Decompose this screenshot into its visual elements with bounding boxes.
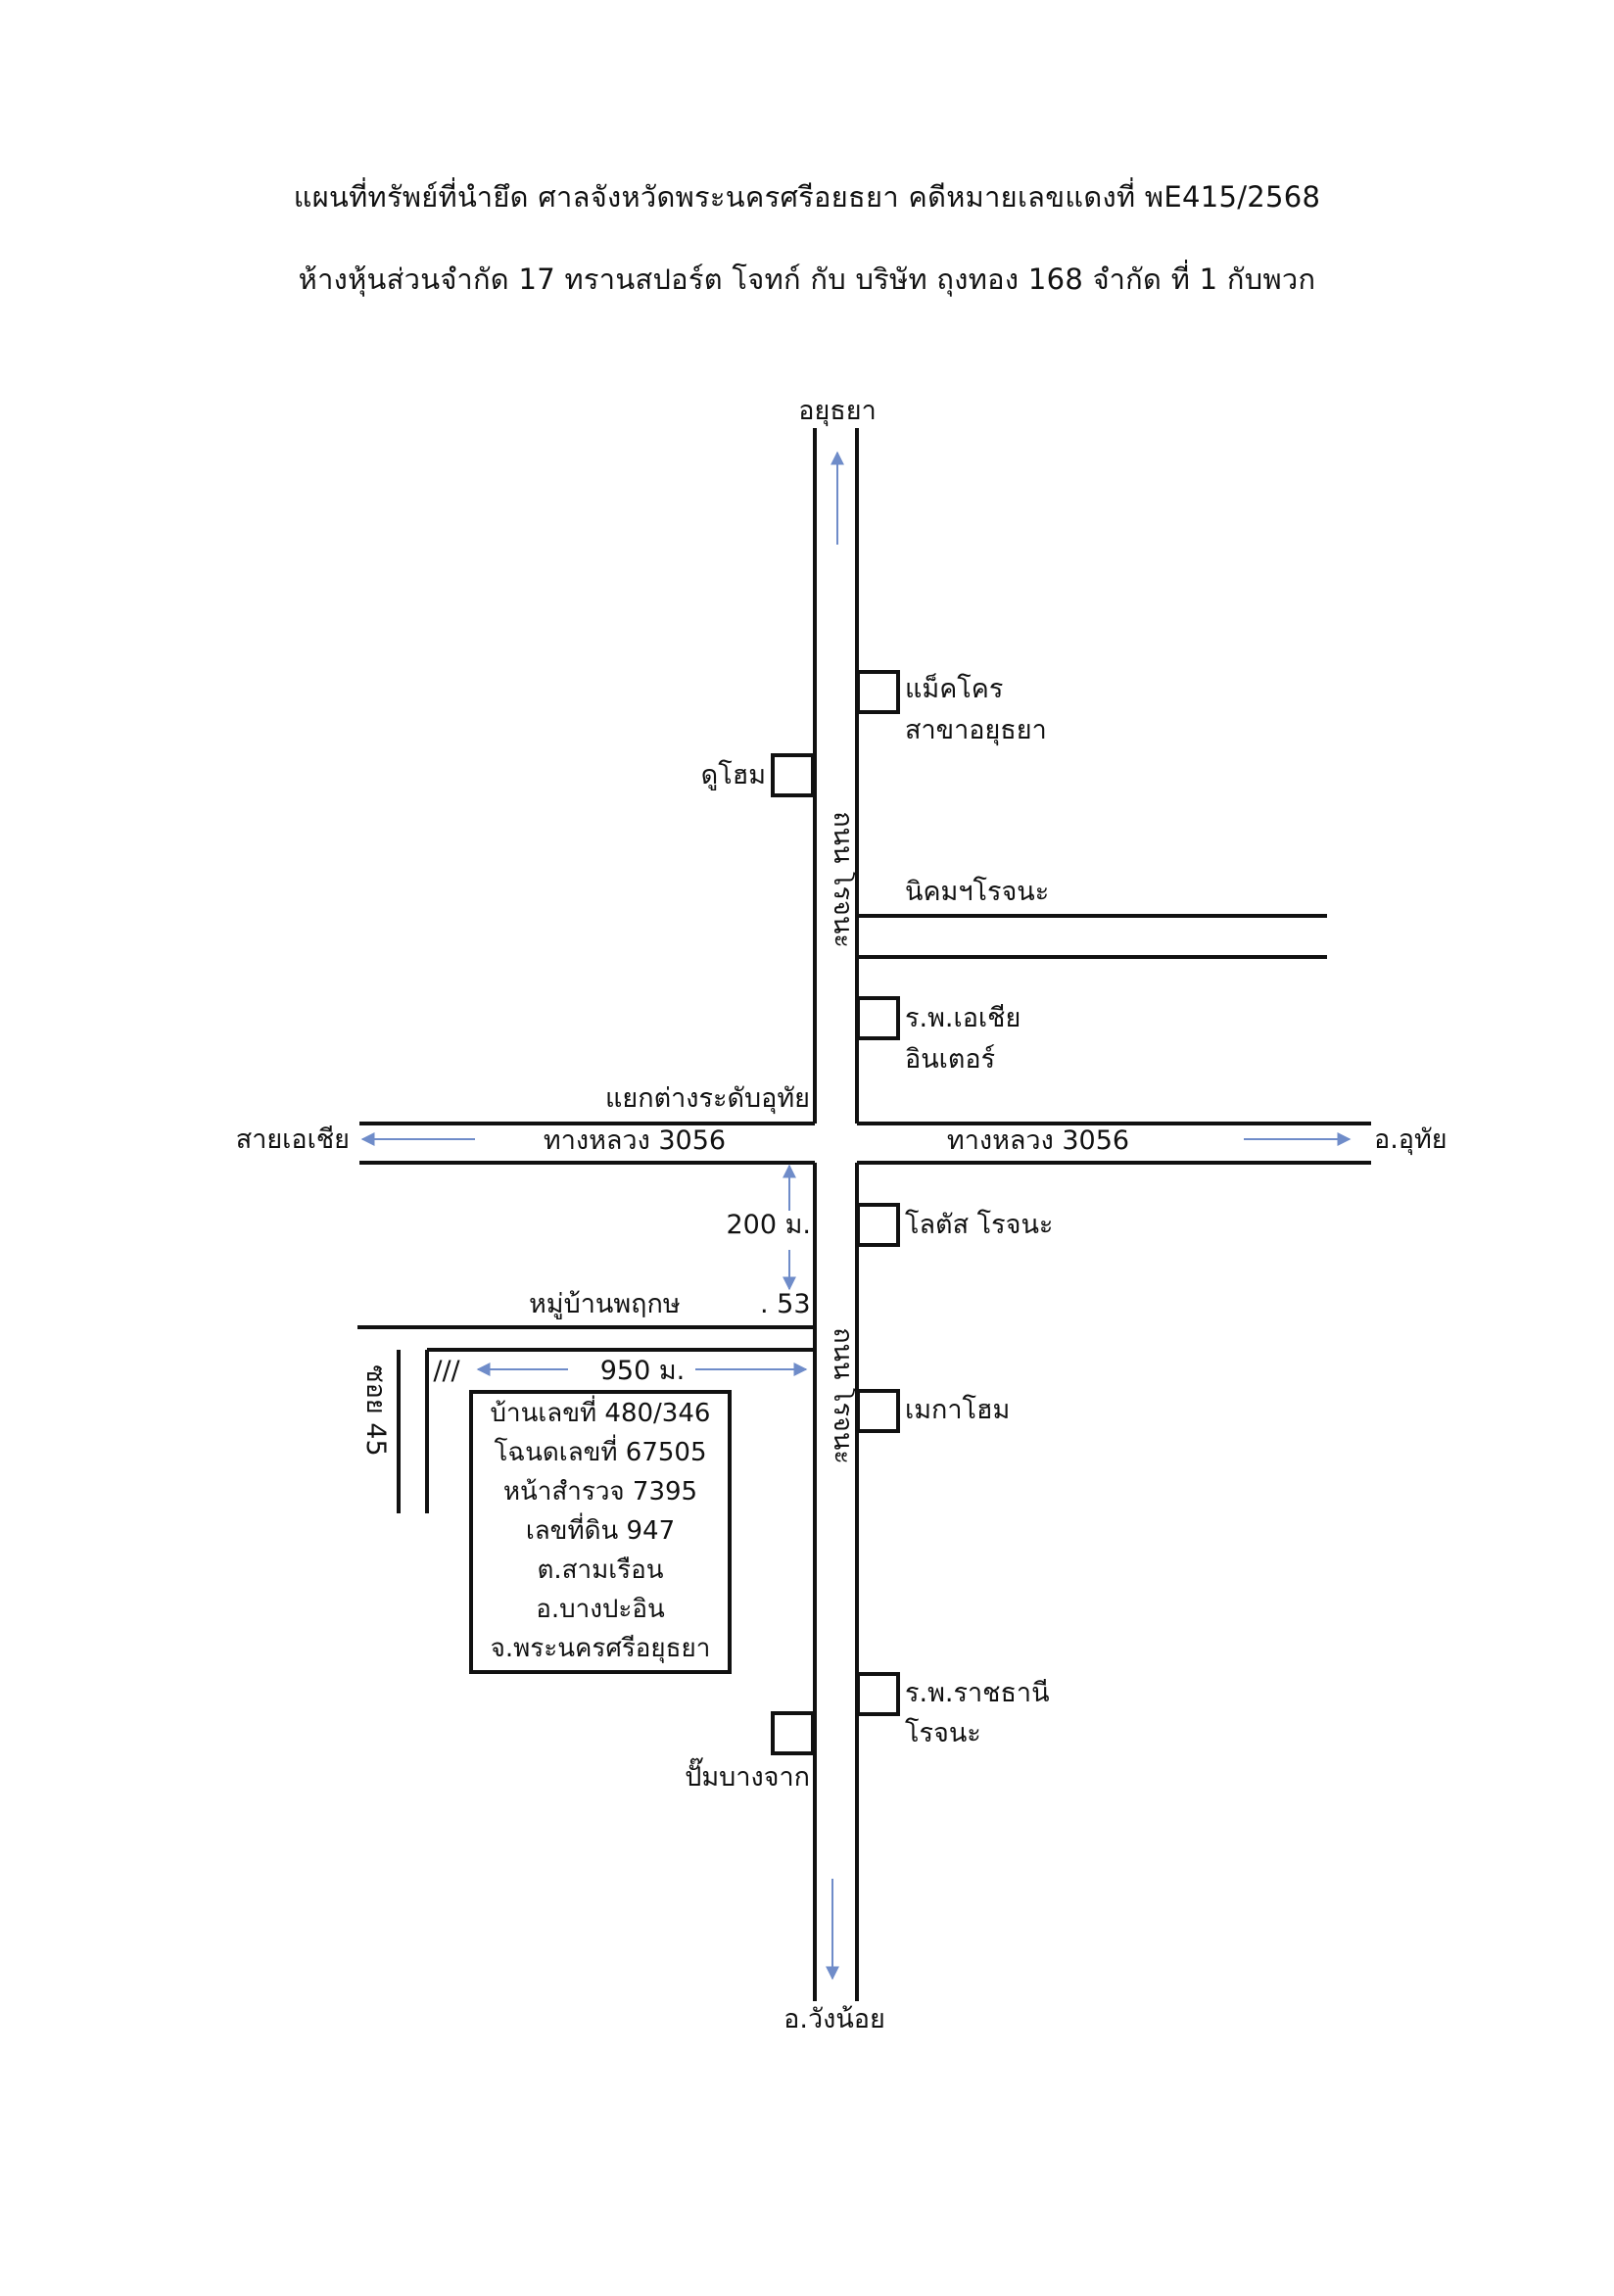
- main-road: [813, 428, 859, 2001]
- property-district: อ.บางปะอิน: [536, 1595, 665, 1624]
- hospital-rajthanee-label: ร.พ.ราชธานี: [905, 1678, 1050, 1708]
- junction-label: แยกต่างระดับอุทัย: [605, 1083, 810, 1115]
- property-land-no: เลขที่ดิน 947: [526, 1512, 675, 1546]
- highway-label-east: ทางหลวง 3056: [947, 1125, 1129, 1156]
- property-deed-no: โฉนดเลขที่ 67505: [494, 1434, 706, 1467]
- makro-branch-label: สาขาอยุธยา: [905, 715, 1047, 746]
- lotus-box: [856, 1203, 900, 1247]
- highway-label-west: ทางหลวง 3056: [544, 1125, 726, 1156]
- dest-west: สายเอเชีย: [236, 1124, 350, 1155]
- bangchak-label: ปั๊มบางจาก: [685, 1757, 810, 1793]
- bangchak-box: [771, 1711, 815, 1755]
- highway-3056: [359, 1122, 1371, 1165]
- makro-label: แม็คโคร: [905, 671, 1003, 704]
- property-box: [469, 1390, 732, 1674]
- property-survey-no: หน้าสำรวจ 7395: [503, 1477, 697, 1507]
- hospital-asia-box: [856, 996, 900, 1040]
- dest-south: อ.วังน้อย: [783, 2004, 885, 2034]
- property-marker: ///: [433, 1356, 460, 1386]
- map-subtitle: ห้างหุ้นส่วนจำกัด 17 ทรานสปอร์ต โจทก์ กั…: [298, 263, 1316, 296]
- hospital-asia-label: ร.พ.เอเชีย: [905, 1003, 1021, 1033]
- road-rojana-upper: ถนน โรจนะ: [828, 811, 858, 948]
- hospital-asia-label-2: อินเตอร์: [905, 1043, 995, 1075]
- property-province: จ.พระนครศรีอยุธยา: [491, 1634, 711, 1663]
- hospital-rajthanee-box: [856, 1672, 900, 1716]
- lotus-label: โลตัส โรจนะ: [905, 1210, 1053, 1240]
- village-label: หมู่บ้านพฤกษ: [529, 1289, 681, 1319]
- village-number: . 53: [760, 1289, 811, 1319]
- property-details: บ้านเลขที่ 480/346 โฉนดเลขที่ 67505 หน้า…: [491, 1395, 711, 1663]
- dest-north: อยุธยา: [798, 396, 877, 427]
- soi-45-label: ซอย 45: [360, 1364, 391, 1456]
- property-house-no: บ้านเลขที่ 480/346: [491, 1395, 711, 1428]
- map-title: แผนที่ทรัพย์ที่นำยึด ศาลจังหวัดพระนครศรี…: [293, 180, 1321, 214]
- dest-east: อ.อุทัย: [1374, 1124, 1448, 1156]
- distance-200m: 200 ม.: [727, 1210, 812, 1240]
- property-subdistrict: ต.สามเรือน: [538, 1555, 664, 1585]
- distance-950m: 950 ม.: [600, 1356, 686, 1386]
- estate-road-label: นิคมฯโรจนะ: [905, 877, 1049, 907]
- megahome-label: เมกาโฮม: [905, 1395, 1010, 1425]
- makro-box: [856, 670, 900, 714]
- village-road: [357, 1325, 815, 1513]
- dohome-label: ดูโฮม: [701, 760, 766, 790]
- dohome-box: [771, 753, 815, 797]
- road-rojana-lower: ถนน โรจนะ: [828, 1327, 858, 1464]
- hospital-rajthanee-label-2: โรจนะ: [905, 1718, 981, 1748]
- estate-road: [857, 914, 1327, 959]
- megahome-box: [856, 1389, 900, 1433]
